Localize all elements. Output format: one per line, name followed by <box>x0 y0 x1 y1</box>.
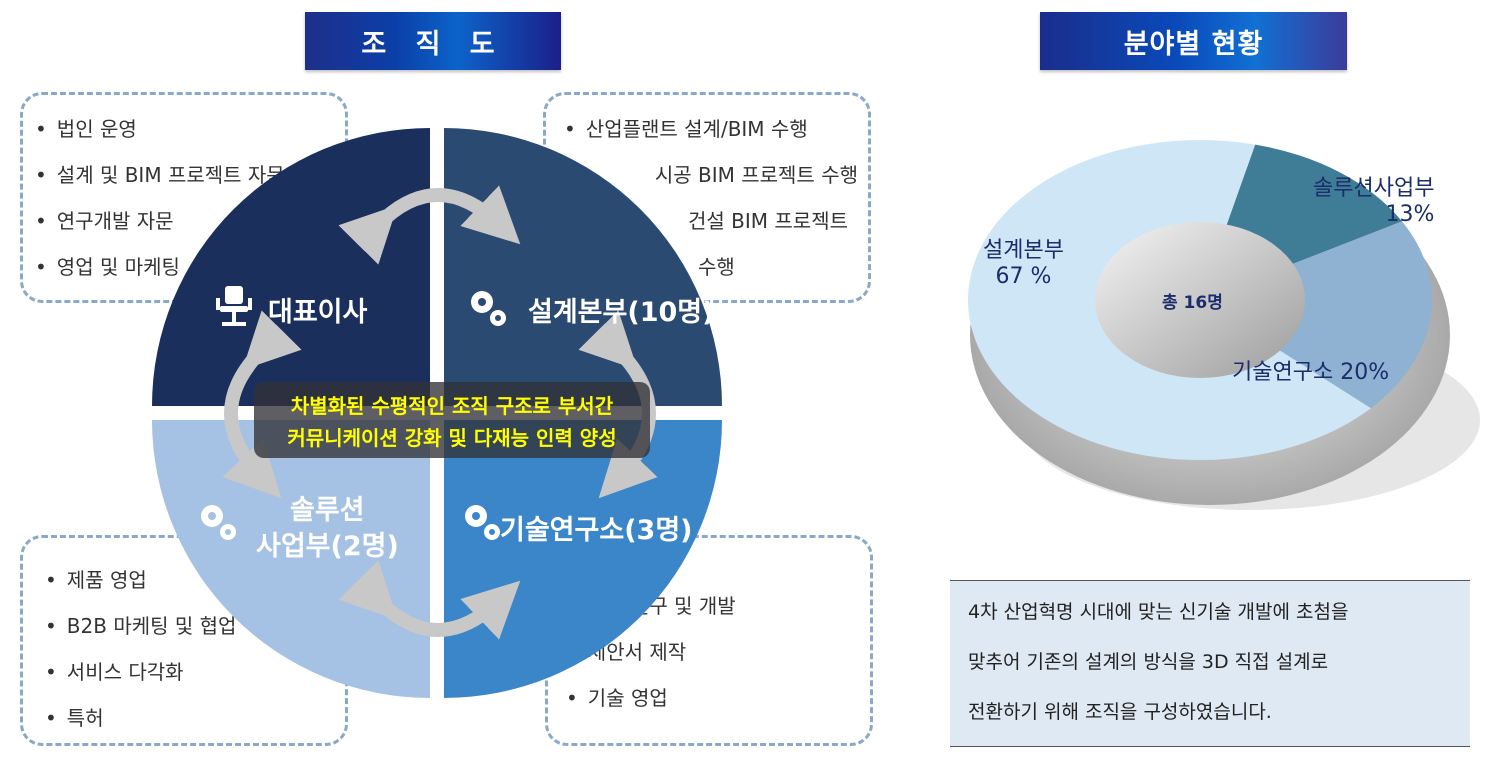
org-chart-header: 조 직 도 <box>305 12 561 70</box>
slice-value: 67 % <box>995 264 1052 289</box>
slice-name: 기술연구소 <box>1232 360 1334 385</box>
tech-quadrant <box>444 420 722 698</box>
slice-value: 13% <box>1385 202 1435 227</box>
description-box: 4차 산업혁명 시대에 맞는 신기술 개발에 초첨을 맞추어 기존의 설계의 방… <box>950 580 1470 747</box>
list-item: 특허 <box>45 702 104 731</box>
gear-hand-icon <box>465 505 500 540</box>
list-item: 설계 및 BIM 프로젝트 자문 <box>35 159 285 188</box>
slice-name: 설계본부 <box>983 238 1064 263</box>
list-item: 법인 운영 <box>35 113 137 142</box>
slice-label-tech: 기술연구소 20% <box>1232 354 1389 386</box>
list-item: 제품 영업 <box>45 564 147 593</box>
list-item: B2B 마케팅 및 협업 <box>45 610 237 639</box>
solution-label-line2: 사업부(2명) <box>256 531 399 562</box>
slice-value: 20% <box>1340 360 1390 385</box>
gear-hand-icon <box>201 505 236 540</box>
slice-tech <box>1200 221 1432 409</box>
list-item: 서비스 다각화 <box>45 656 184 685</box>
slice-label-design: 설계본부 67 % <box>983 232 1064 289</box>
donut-hole <box>1095 222 1305 378</box>
field-status-header: 분야별 현황 <box>1040 12 1347 70</box>
description-line1: 4차 산업혁명 시대에 맞는 신기술 개발에 초첨을 <box>968 601 1349 623</box>
office-chair-icon <box>216 286 252 326</box>
list-item: 건설 BIM 프로젝트 <box>688 209 848 233</box>
solution-label-line1: 솔루션 <box>290 495 365 526</box>
top-arrow <box>338 185 521 265</box>
list-item: 산업플랜트 설계/BIM 수행 <box>564 113 808 142</box>
bottom-arrow <box>338 560 521 640</box>
design-label: 설계본부(10명) <box>528 297 715 328</box>
description-line2: 맞추어 기존의 설계의 방식을 3D 직접 설계로 <box>968 651 1329 673</box>
ceo-quadrant <box>152 128 430 406</box>
list-item: 영업 및 마케팅 <box>35 251 180 280</box>
slice-label-solution: 솔루션사업부 13% <box>1313 170 1434 227</box>
slice-name: 솔루션사업부 <box>1313 176 1435 201</box>
design-quadrant <box>444 128 722 406</box>
list-item: 연구개발 자문 <box>35 205 174 234</box>
left-arrow <box>222 310 302 499</box>
description-line3: 전환하기 위해 조직을 구성하였습니다. <box>968 701 1272 723</box>
gear-hand-icon <box>471 291 506 326</box>
donut-center-label: 총 16명 <box>1162 293 1223 313</box>
ceo-label: 대표이사 <box>268 297 368 328</box>
staff-donut-chart <box>968 139 1480 510</box>
center-banner: 차별화된 수평적인 조직 구조로 부서간 커뮤니케이션 강화 및 다재능 인력 … <box>254 382 650 458</box>
banner-line2: 커뮤니케이션 강화 및 다재능 인력 양성 <box>287 426 617 450</box>
list-item: 기술 영업 <box>566 682 668 711</box>
banner-line1: 차별화된 수평적인 조직 구조로 부서간 <box>290 394 614 418</box>
list-item: 수행 <box>698 255 735 279</box>
tech-label: 기술연구소(3명) <box>500 515 693 546</box>
list-item: 시공 BIM 프로젝트 수행 <box>654 163 858 187</box>
